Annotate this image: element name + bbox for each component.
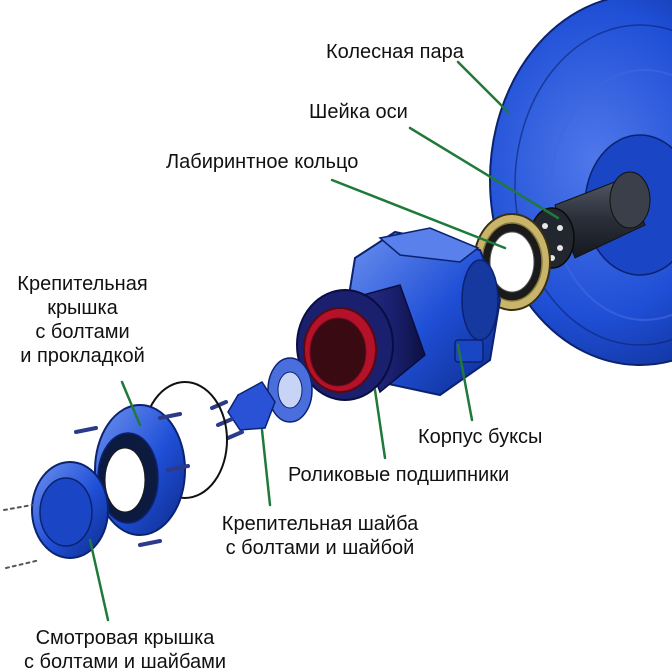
axle-bolt-hole (557, 245, 563, 251)
label-fastening-cover-line: и прокладкой (20, 345, 145, 367)
label-fastening-cover-line: с болтами (35, 321, 130, 343)
label-inspection-cover: Смотровая крышка с болтами и шайбами (0, 626, 250, 672)
leader-inspection-cover (88, 538, 110, 622)
bolt (158, 412, 182, 420)
leader-axlebox-housing (456, 343, 474, 422)
locking-plate (227, 381, 276, 431)
leader-roller-bearings (373, 388, 387, 460)
label-roller-bearings: Роликовые подшипники (288, 464, 510, 486)
housing-rear-flange (461, 259, 499, 341)
housing-bottom-lug (454, 339, 484, 363)
fastening-cover-opening (104, 447, 146, 513)
axle-bolt-hole (542, 223, 548, 229)
axle-bolt-hole (557, 225, 563, 231)
housing-top-lug (378, 227, 480, 263)
label-inspection-cover-line: с болтами и шайбами (23, 651, 226, 672)
label-axlebox-housing: Корпус буксы (418, 426, 543, 448)
washer-center (277, 371, 303, 409)
bolt (74, 426, 98, 434)
leader-wheelset (456, 60, 510, 114)
wheel-inner-ring (549, 69, 672, 321)
fastening-washer-part (210, 357, 313, 440)
roller-bearings-part (296, 284, 426, 401)
inspection-bolts (3, 504, 41, 569)
bolt (3, 504, 33, 511)
wheel-rim-ring (514, 24, 672, 346)
inspection-cover-face (39, 477, 93, 547)
label-fastening-washer: Крепительная шайба с болтами и шайбой (190, 512, 450, 560)
leader-lines (88, 60, 560, 622)
leader-fastening-cover (120, 380, 142, 427)
label-fastening-cover: Крепительная крышка с болтами и прокладк… (0, 272, 165, 368)
label-axle-journal: Шейка оси (309, 101, 408, 123)
label-wheelset: Колесная пара (326, 41, 464, 63)
cover-bolts (74, 412, 190, 547)
label-inspection-cover-line: Смотровая крышка (35, 627, 215, 649)
leader-axle-journal (408, 126, 560, 220)
bolt (5, 559, 41, 569)
fastening-cover-part (74, 404, 190, 547)
bolt (138, 539, 162, 547)
label-fastening-washer-line: Крепительная шайба (221, 513, 419, 535)
label-fastening-washer-line: с болтами и шайбой (225, 537, 415, 559)
label-labyrinth-ring: Лабиринтное кольцо (166, 151, 359, 173)
bolt (226, 430, 244, 440)
leader-fastening-washer (260, 428, 272, 507)
inspection-cover-part (3, 461, 109, 569)
label-fastening-cover-line: Крепительная (17, 273, 148, 295)
label-fastening-cover-line: крышка (47, 297, 118, 319)
bolt (166, 464, 190, 472)
axle-collar (609, 171, 651, 229)
bearing-bore (309, 317, 367, 387)
leader-labyrinth-ring (330, 178, 507, 250)
